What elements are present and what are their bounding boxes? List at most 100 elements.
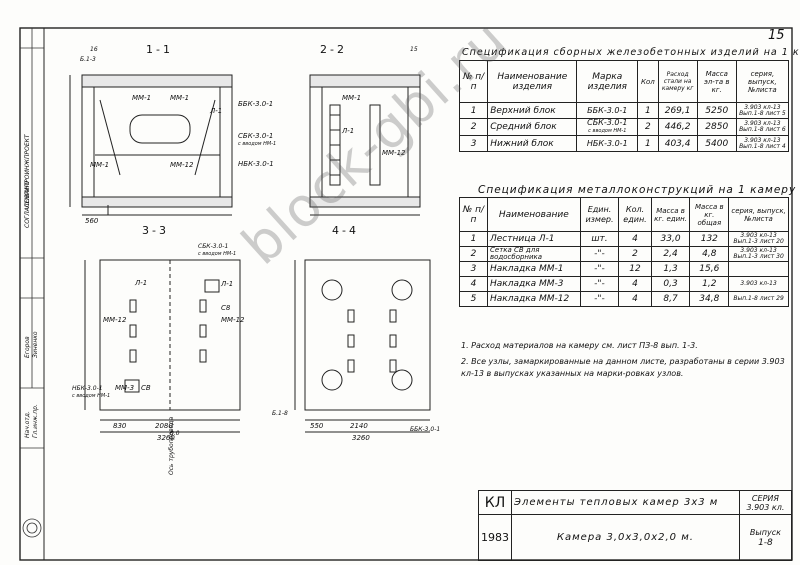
spec1-header-row: № п/п Наименование изделия Марка изделия… xyxy=(458,60,790,103)
table-row: 3 Нижний блок НБК-3.0-1 1 403,4 5400 3.9… xyxy=(458,135,790,152)
spec2-r3-series xyxy=(728,261,789,277)
s33-sv2-label: С8 xyxy=(221,304,231,312)
s11-ref-b13: Б.1-3 xyxy=(80,56,96,63)
spec2-r2-qty: 2 xyxy=(618,246,652,262)
s33-nbk-label: НБК-3.0-1 xyxy=(72,385,103,392)
spec2-r5-qty: 4 xyxy=(618,291,652,307)
spec2-r2-total: 4,8 xyxy=(689,246,730,262)
s33-mm12-label: ММ-12 xyxy=(103,316,127,324)
spec2-r2-one: 2,4 xyxy=(650,246,691,262)
s33-dim-3260: 3260 xyxy=(157,434,175,440)
s22-ref-15: 15 xyxy=(410,46,418,53)
spec1-r3-mark: НБК-3.0-1 xyxy=(576,135,639,152)
spec1-r1-name: Верхний блок xyxy=(487,102,578,119)
spec2-r5-unit: -"- xyxy=(579,291,620,307)
spec2-r3-qty: 12 xyxy=(618,261,652,277)
s33-bk-sub: с вводом НМ-1 xyxy=(72,393,111,399)
spec2-r1-qty: 4 xyxy=(618,231,652,247)
section-title-4-4: 4-4 xyxy=(332,224,359,237)
s22-dim-3260: 3260 xyxy=(335,224,353,225)
title-block: КЛ Элементы тепловых камер 3х3 м СЕРИЯ 3… xyxy=(478,490,793,561)
spec2-r3-unit: -"- xyxy=(579,261,620,277)
stamp-grid xyxy=(20,28,44,538)
spec1-r2-mass: 2850 xyxy=(696,118,737,136)
section-title-2-2: 2-2 xyxy=(320,43,347,56)
spec1-h-mark: Марка изделия xyxy=(576,60,639,103)
spec2-h-n: № п/п xyxy=(459,197,488,232)
spec1-r2-qty: 2 xyxy=(637,118,659,136)
s11-ref-16: 16 xyxy=(90,46,98,53)
spec2-r3-one: 1,3 xyxy=(650,261,691,277)
section-2-2-drawing: ММ-1 Л-1 ММ-12 3260 xyxy=(309,74,421,225)
title-code: КЛ xyxy=(478,490,512,515)
left-approval-stamp: СОГЛАСОВАНО Егоров Зиненко Нач.отд. Гл.и… xyxy=(20,28,44,560)
spec2-r4-name: Накладка ММ-3 xyxy=(487,276,581,292)
section-4-4-drawing: 550 2140 3260 xyxy=(294,259,431,440)
series-cell: СЕРИЯ 3.903 кл. xyxy=(738,490,793,515)
spec2-r1-total: 132 xyxy=(689,231,730,247)
stamp-role-1: Нач.отд. xyxy=(24,411,31,438)
spec1-h-mass: Масса эл-та в кг. xyxy=(696,60,737,103)
s22-mm1-label: ММ-1 xyxy=(342,94,361,102)
series-value: 3.903 кл. xyxy=(746,502,785,512)
spec2-r3-n: 3 xyxy=(459,261,488,277)
s44-dim-2140: 2140 xyxy=(350,422,368,430)
s11-bk-label: ББК-3.0-1 xyxy=(238,100,274,108)
s11-mm12-label: ММ-12 xyxy=(170,161,194,169)
spec2-r4-one: 0,3 xyxy=(650,276,691,292)
spec1-r3-mass: 5400 xyxy=(696,135,737,152)
s33-dim-830: 830 xyxy=(113,422,127,430)
title-line1: Элементы тепловых камер 3х3 м xyxy=(511,490,740,515)
spec1-h-name: Наименование изделия xyxy=(487,60,578,103)
spec2-r4-qty: 4 xyxy=(618,276,652,292)
spec1-r1-mass: 5250 xyxy=(696,102,737,119)
spec2-r4-series: 3.903 кл-13 xyxy=(728,276,789,292)
s11-sbk-label: СБК-3.0-1 xyxy=(238,132,274,140)
spec2-r2-n: 2 xyxy=(459,246,488,262)
spec2-h-series: серия, выпуск, №листа xyxy=(728,197,789,232)
table-row: 3 Накладка ММ-1 -"- 12 1,3 15,6 xyxy=(459,261,789,277)
s33-dim-2080: 2080 xyxy=(155,422,173,430)
spec1-r3-qty: 1 xyxy=(637,135,659,152)
spec2-r2-name: Сетка СВ для водосборника xyxy=(487,246,581,262)
stamp-name-1: Егоров xyxy=(24,336,31,358)
spec2-r1-one: 33,0 xyxy=(650,231,691,247)
spec2-r1-series: 3.903 кл-13 Вып.1-3 лист 20 xyxy=(728,231,789,247)
title-line2: Камера 3,0х3,0х2,0 м. xyxy=(511,514,740,561)
table-row: 4 Накладка ММ-3 -"- 4 0,3 1,2 3.903 кл-1… xyxy=(459,276,789,292)
spec2-h-one: Масса в кг. един. xyxy=(650,197,691,232)
note-2: 2. Все узлы, замаркированные на данном л… xyxy=(461,357,785,378)
s33-sbk-sub: с вводом НМ-1 xyxy=(198,251,237,257)
s11-mm1-label-c: ММ-1 xyxy=(90,161,109,169)
spec1-r2-series: 3.903 кл-13 Вып.1-8 лист 6 xyxy=(735,118,790,136)
stamp-role-2: Гл.инж.пр. xyxy=(32,404,39,438)
spec1-table: № п/п Наименование изделия Марка изделия… xyxy=(458,60,790,152)
spec2-table: № п/п Наименование Един. измер. Кол. еди… xyxy=(459,197,789,307)
spec2-r5-name: Накладка ММ-12 xyxy=(487,291,581,307)
spec1-r3-series: 3.903 кл-13 Вып.1-8 лист 4 xyxy=(735,135,790,152)
spec2-r1-n: 1 xyxy=(459,231,488,247)
spec1-r1-n: 1 xyxy=(458,102,489,119)
spec2-title: Спецификация металлоконструкций на 1 кам… xyxy=(478,184,797,196)
s11-mm1-label-b: ММ-1 xyxy=(170,94,189,102)
s44-dim-3260: 3260 xyxy=(352,434,370,440)
spec2-header-row: № п/п Наименование Един. измер. Кол. еди… xyxy=(459,197,789,232)
spec1-r3-n: 3 xyxy=(458,135,489,152)
spec1-r1-mark: ББК-3.0-1 xyxy=(576,102,639,119)
spec1-h-steel: Расход стали на камеру кг xyxy=(657,60,698,103)
spec2-h-name: Наименование xyxy=(487,197,581,232)
s11-dim-560: 560 xyxy=(85,217,99,225)
s22-mm12-label: ММ-12 xyxy=(382,149,406,157)
s33-l1-label: Л-1 xyxy=(134,279,147,287)
page-number: 15 xyxy=(768,28,785,43)
table-row: 5 Накладка ММ-12 -"- 4 8,7 34,8 Вып.1-8 … xyxy=(459,291,789,307)
note-1: 1. Расход материалов на камеру см. лист … xyxy=(461,341,698,350)
table-row: 1 Верхний блок ББК-3.0-1 1 269,1 5250 3.… xyxy=(458,102,790,119)
section-3-3-drawing: Л-1 ММ-12 ММ-3 СВ Л-1 С8 ММ-12 830 2080 … xyxy=(84,259,245,440)
s33-mm12-label-b: ММ-12 xyxy=(221,316,245,324)
spec2-r5-n: 5 xyxy=(459,291,488,307)
